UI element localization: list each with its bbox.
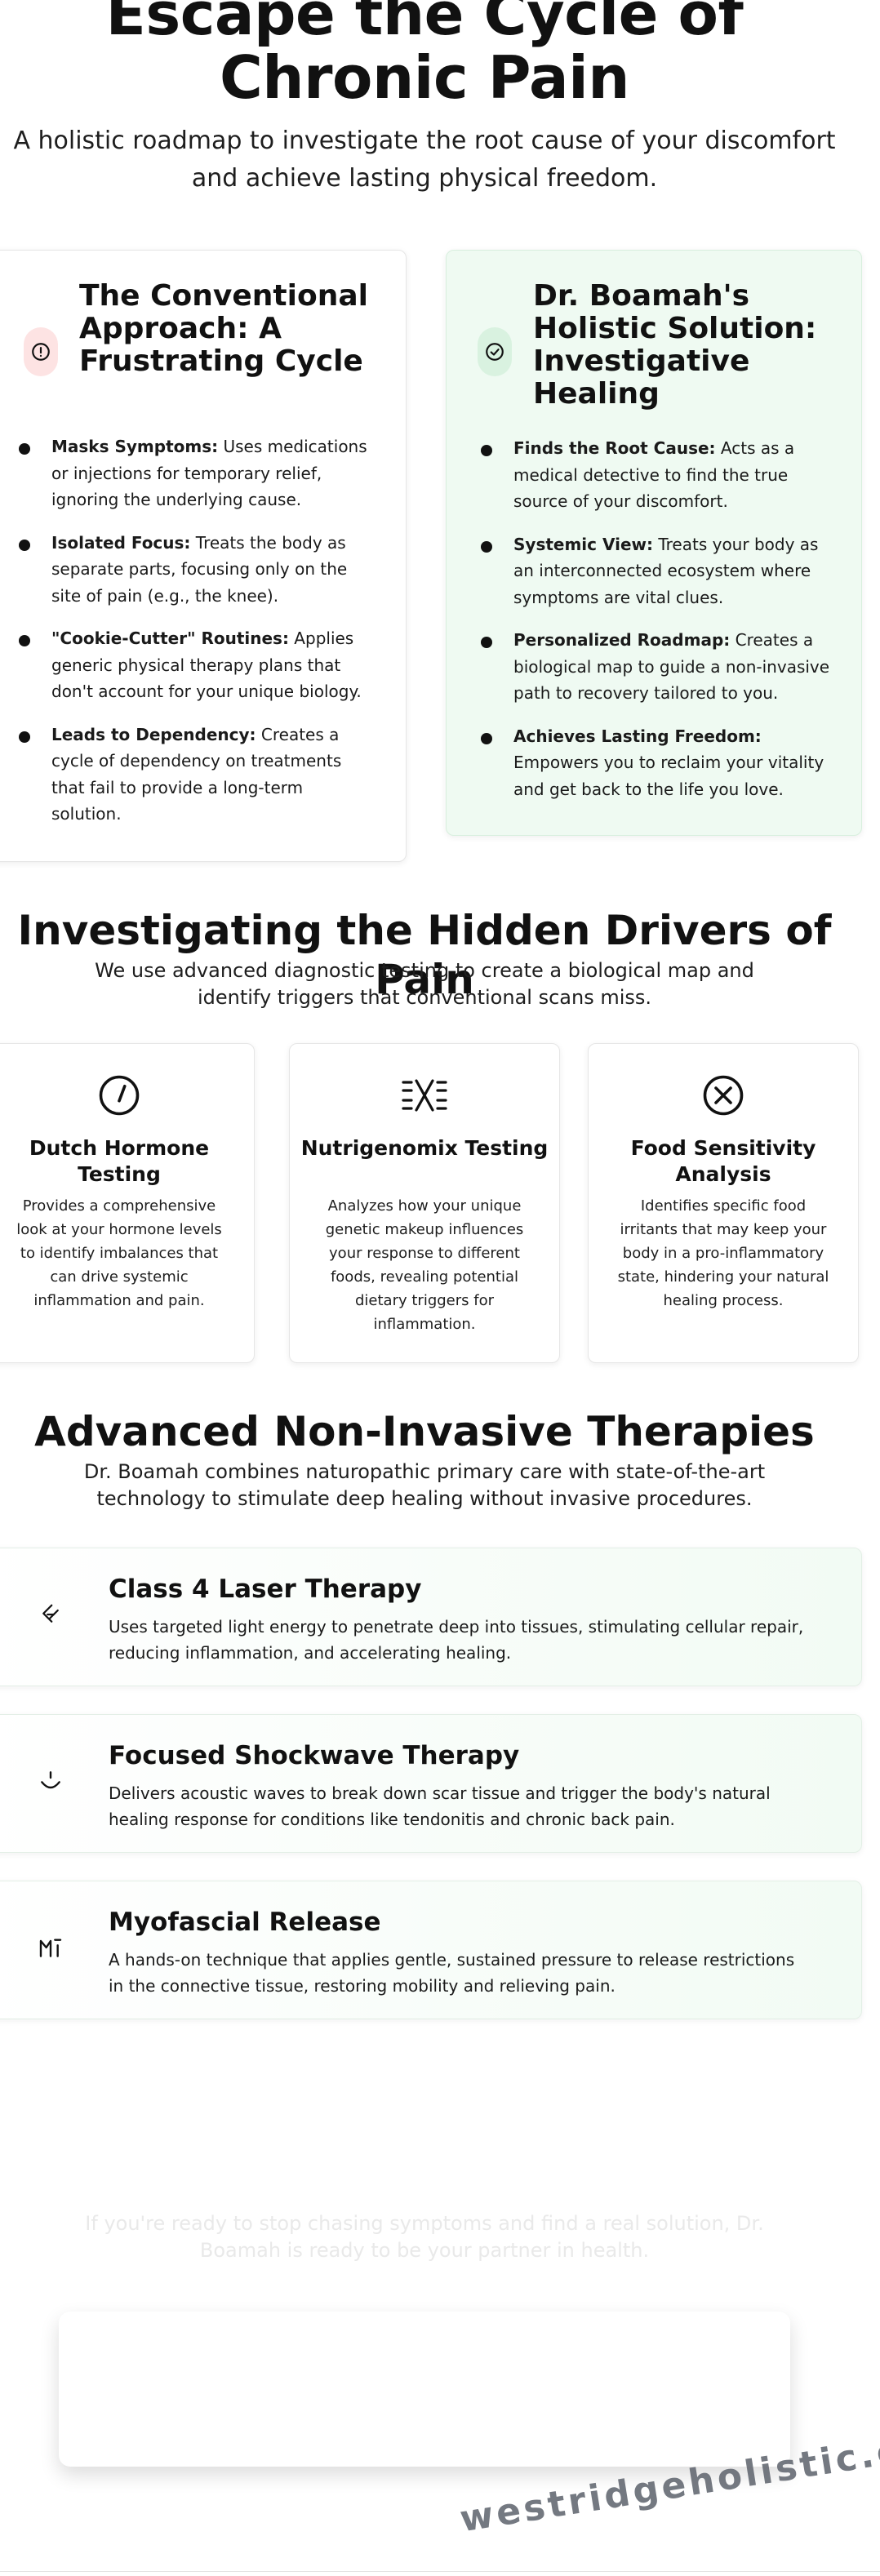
list-item-text: Creates a biological map to guide a non-… <box>513 630 830 703</box>
hero-title: Escape the Cycle of Chronic Pain <box>105 0 744 112</box>
therapy-description: A hands-on technique that applies gentle… <box>109 1950 795 1996</box>
therapy-card-shockwave: Focused Shockwave Therapy Delivers acous… <box>0 1714 862 1853</box>
test-title: Food Sensitivity Analysis <box>630 1136 816 1186</box>
list-item-text: Creates a cycle of dependency on treatme… <box>51 724 342 824</box>
drivers-title: Investigating the Hidden Drivers of Pain <box>17 907 832 1003</box>
list-item: Systemic View: Treats your body as an in… <box>479 531 830 611</box>
therapy-title: Class 4 Laser Therapy <box>109 1574 422 1604</box>
list-item-text: Applies generic physical therapy plans t… <box>51 628 362 701</box>
conventional-list: Masks Symptoms: Uses medications or inje… <box>17 433 368 844</box>
therapy-title: Myofascial Release <box>109 1908 381 1937</box>
list-item: Personalized Roadmap: Creates a biologic… <box>479 627 830 707</box>
divider <box>0 2571 880 2572</box>
alert-circle-icon <box>24 327 58 376</box>
list-item-text: Uses medications or injections for tempo… <box>51 437 367 509</box>
list-item-label: Achieves Lasting Freedom: <box>513 726 762 746</box>
list-item-text: Treats your body as an interconnected ec… <box>513 534 819 607</box>
conventional-approach-card: The Conventional Approach: A Frustrating… <box>0 250 407 862</box>
list-item-text: Treats the body as separate parts, focus… <box>51 532 348 606</box>
test-description: Provides a comprehensive look at your ho… <box>16 1197 222 1309</box>
test-card-food-sensitivity: Food Sensitivity Analysis Identifies spe… <box>588 1043 859 1363</box>
cta-panel <box>59 2312 790 2467</box>
list-item: Achieves Lasting Freedom: Empowers you t… <box>479 723 830 803</box>
list-item: Finds the Root Cause: Acts as a medical … <box>479 435 830 515</box>
list-item: Isolated Focus: Treats the body as separ… <box>17 530 368 610</box>
test-title: Dutch Hormone Testing <box>29 1136 210 1186</box>
list-item: "Cookie-Cutter" Routines: Applies generi… <box>17 625 368 705</box>
list-item-label: Finds the Root Cause: <box>513 438 716 458</box>
therapy-description: Delivers acoustic waves to break down sc… <box>109 1783 771 1829</box>
test-description: Identifies specific food irritants that … <box>617 1197 829 1309</box>
check-circle-icon <box>478 327 512 376</box>
therapy-card-myofascial: Myofascial Release A hands-on technique … <box>0 1881 862 2019</box>
list-item-label: "Cookie-Cutter" Routines: <box>51 628 289 648</box>
wave-icon <box>33 1764 68 1798</box>
therapy-title: Focused Shockwave Therapy <box>109 1741 520 1770</box>
test-description: Analyzes how your unique genetic makeup … <box>325 1197 524 1333</box>
therapy-description: Uses targeted light energy to penetrate … <box>109 1617 804 1663</box>
list-item-label: Isolated Focus: <box>51 532 191 553</box>
gauge-icon <box>0 1073 254 1117</box>
therapies-title: Advanced Non-Invasive Therapies <box>34 1408 815 1455</box>
list-item-text: Acts as a medical detective to find the … <box>513 438 795 511</box>
conventional-card-title: The Conventional Approach: A Frustrating… <box>79 279 368 378</box>
therapy-card-laser: Class 4 Laser Therapy Uses targeted ligh… <box>0 1548 862 1686</box>
test-card-dutch-hormone: Dutch Hormone Testing Provides a compreh… <box>0 1043 255 1363</box>
list-item-label: Masks Symptoms: <box>51 437 219 456</box>
x-circle-icon <box>589 1073 858 1117</box>
list-item-text: Empowers you to reclaim your vitality an… <box>513 753 824 799</box>
list-item: Masks Symptoms: Uses medications or inje… <box>17 433 368 513</box>
list-item-label: Systemic View: <box>513 534 654 554</box>
dna-icon <box>290 1073 559 1117</box>
list-item: Leads to Dependency: Creates a cycle of … <box>17 722 368 828</box>
holistic-solution-card: Dr. Boamah's Holistic Solution: Investig… <box>446 250 862 836</box>
hero-subtitle: A holistic roadmap to investigate the ro… <box>13 127 836 193</box>
test-title: Nutrigenomix Testing <box>300 1136 549 1160</box>
therapies-subtitle: Dr. Boamah combines naturopathic primary… <box>83 1460 766 1510</box>
test-card-nutrigenomix: Nutrigenomix Testing Analyzes how your u… <box>289 1043 560 1363</box>
laser-icon <box>33 1597 68 1632</box>
list-item-label: Leads to Dependency: <box>51 724 256 744</box>
list-item-label: Personalized Roadmap: <box>513 630 731 650</box>
hands-icon <box>33 1930 68 1965</box>
holistic-card-title: Dr. Boamah's Holistic Solution: Investig… <box>533 279 817 411</box>
drivers-subtitle: We use advanced diagnostic testing to cr… <box>95 959 754 1009</box>
cta-text: If you're ready to stop chasing symptoms… <box>85 2212 764 2262</box>
holistic-list: Finds the Root Cause: Acts as a medical … <box>479 435 830 819</box>
